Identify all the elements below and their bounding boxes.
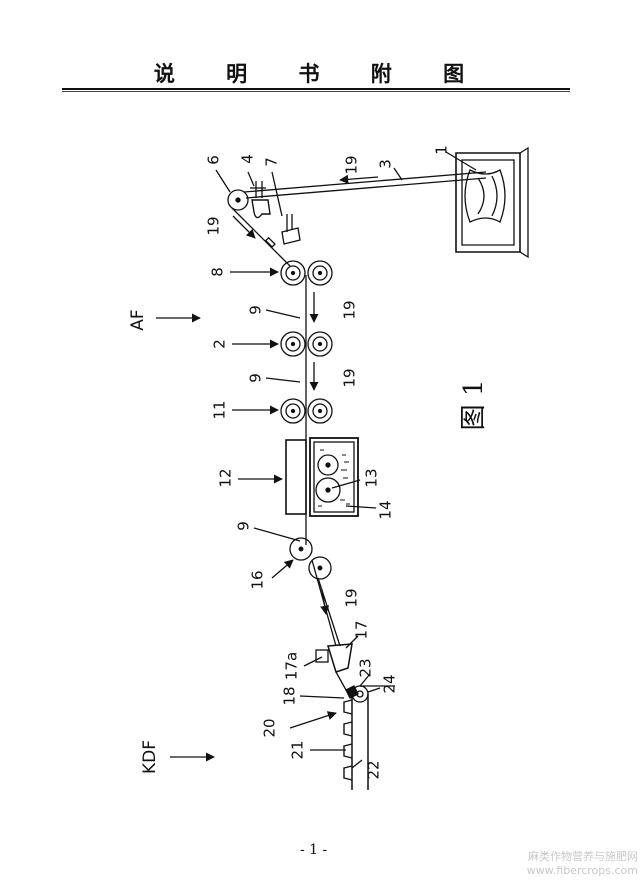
label-19-mid1: 19 <box>341 300 359 319</box>
label-4: 4 <box>239 154 257 164</box>
roving-strand-3 <box>243 171 487 193</box>
page-header-title: 说 明 书 附 图 <box>153 62 487 86</box>
funnel-17 <box>315 643 353 691</box>
label-22: 22 <box>365 760 383 779</box>
bobbin-creel <box>455 146 529 259</box>
watermark-line-1: 麻类作物营养与施肥网 <box>528 850 638 863</box>
label-17: 17 <box>353 620 371 639</box>
label-8: 8 <box>209 267 227 277</box>
ref-arrow-20 <box>289 711 337 729</box>
feeder-7 <box>281 214 301 245</box>
label-18: 18 <box>281 686 299 705</box>
label-14: 14 <box>377 500 395 519</box>
cover-12 <box>285 439 307 515</box>
header-rule <box>62 88 570 90</box>
watermark-line-2: www.fibercrops.com <box>526 864 638 877</box>
label-17a: 17a <box>283 652 301 680</box>
label-2: 2 <box>211 339 229 349</box>
label-7: 7 <box>263 157 281 167</box>
label-12: 12 <box>217 468 235 487</box>
label-9-b: 9 <box>247 373 265 383</box>
roving-strand-3b <box>245 177 487 199</box>
header-rule-thin <box>62 91 570 92</box>
label-3: 3 <box>377 159 395 169</box>
label-9-a: 9 <box>247 305 265 315</box>
label-19-lower: 19 <box>343 588 361 607</box>
watermark: 麻类作物营养与施肥网 www.fibercrops.com <box>527 850 638 878</box>
deflection-roller-6 <box>227 189 249 211</box>
packing-elements-21 <box>343 685 359 781</box>
label-21: 21 <box>289 740 307 759</box>
roller-pair-11 <box>280 398 333 424</box>
direction-arrow-19-top <box>339 174 379 184</box>
roller-pair-16 <box>289 537 332 580</box>
label-23: 23 <box>357 658 375 677</box>
direction-arrow-19-lower <box>320 589 330 615</box>
label-19-mid2: 19 <box>341 368 359 387</box>
label-1: 1 <box>433 145 451 155</box>
roller-pair-2 <box>280 331 333 357</box>
label-9-c: 9 <box>235 521 253 531</box>
strand-to-drafting <box>231 207 291 267</box>
label-13: 13 <box>363 468 381 487</box>
label-kdf: KDF <box>140 740 160 774</box>
label-20: 20 <box>261 718 279 737</box>
label-24: 24 <box>381 674 399 693</box>
guide-4 <box>250 181 271 219</box>
ref-arrow-16 <box>271 559 294 579</box>
label-11: 11 <box>211 400 229 419</box>
label-19-left: 19 <box>205 216 223 235</box>
figure-caption: 图 1 <box>459 380 489 431</box>
label-6: 6 <box>205 155 223 165</box>
label-19-top: 19 <box>343 155 361 174</box>
roller-pair-8 <box>280 260 333 286</box>
label-16: 16 <box>249 570 267 589</box>
bath-13-14 <box>309 437 359 517</box>
direction-arrow-19-left <box>232 215 256 239</box>
page-number: - 1 - <box>300 842 328 858</box>
label-af: AF <box>128 309 148 330</box>
